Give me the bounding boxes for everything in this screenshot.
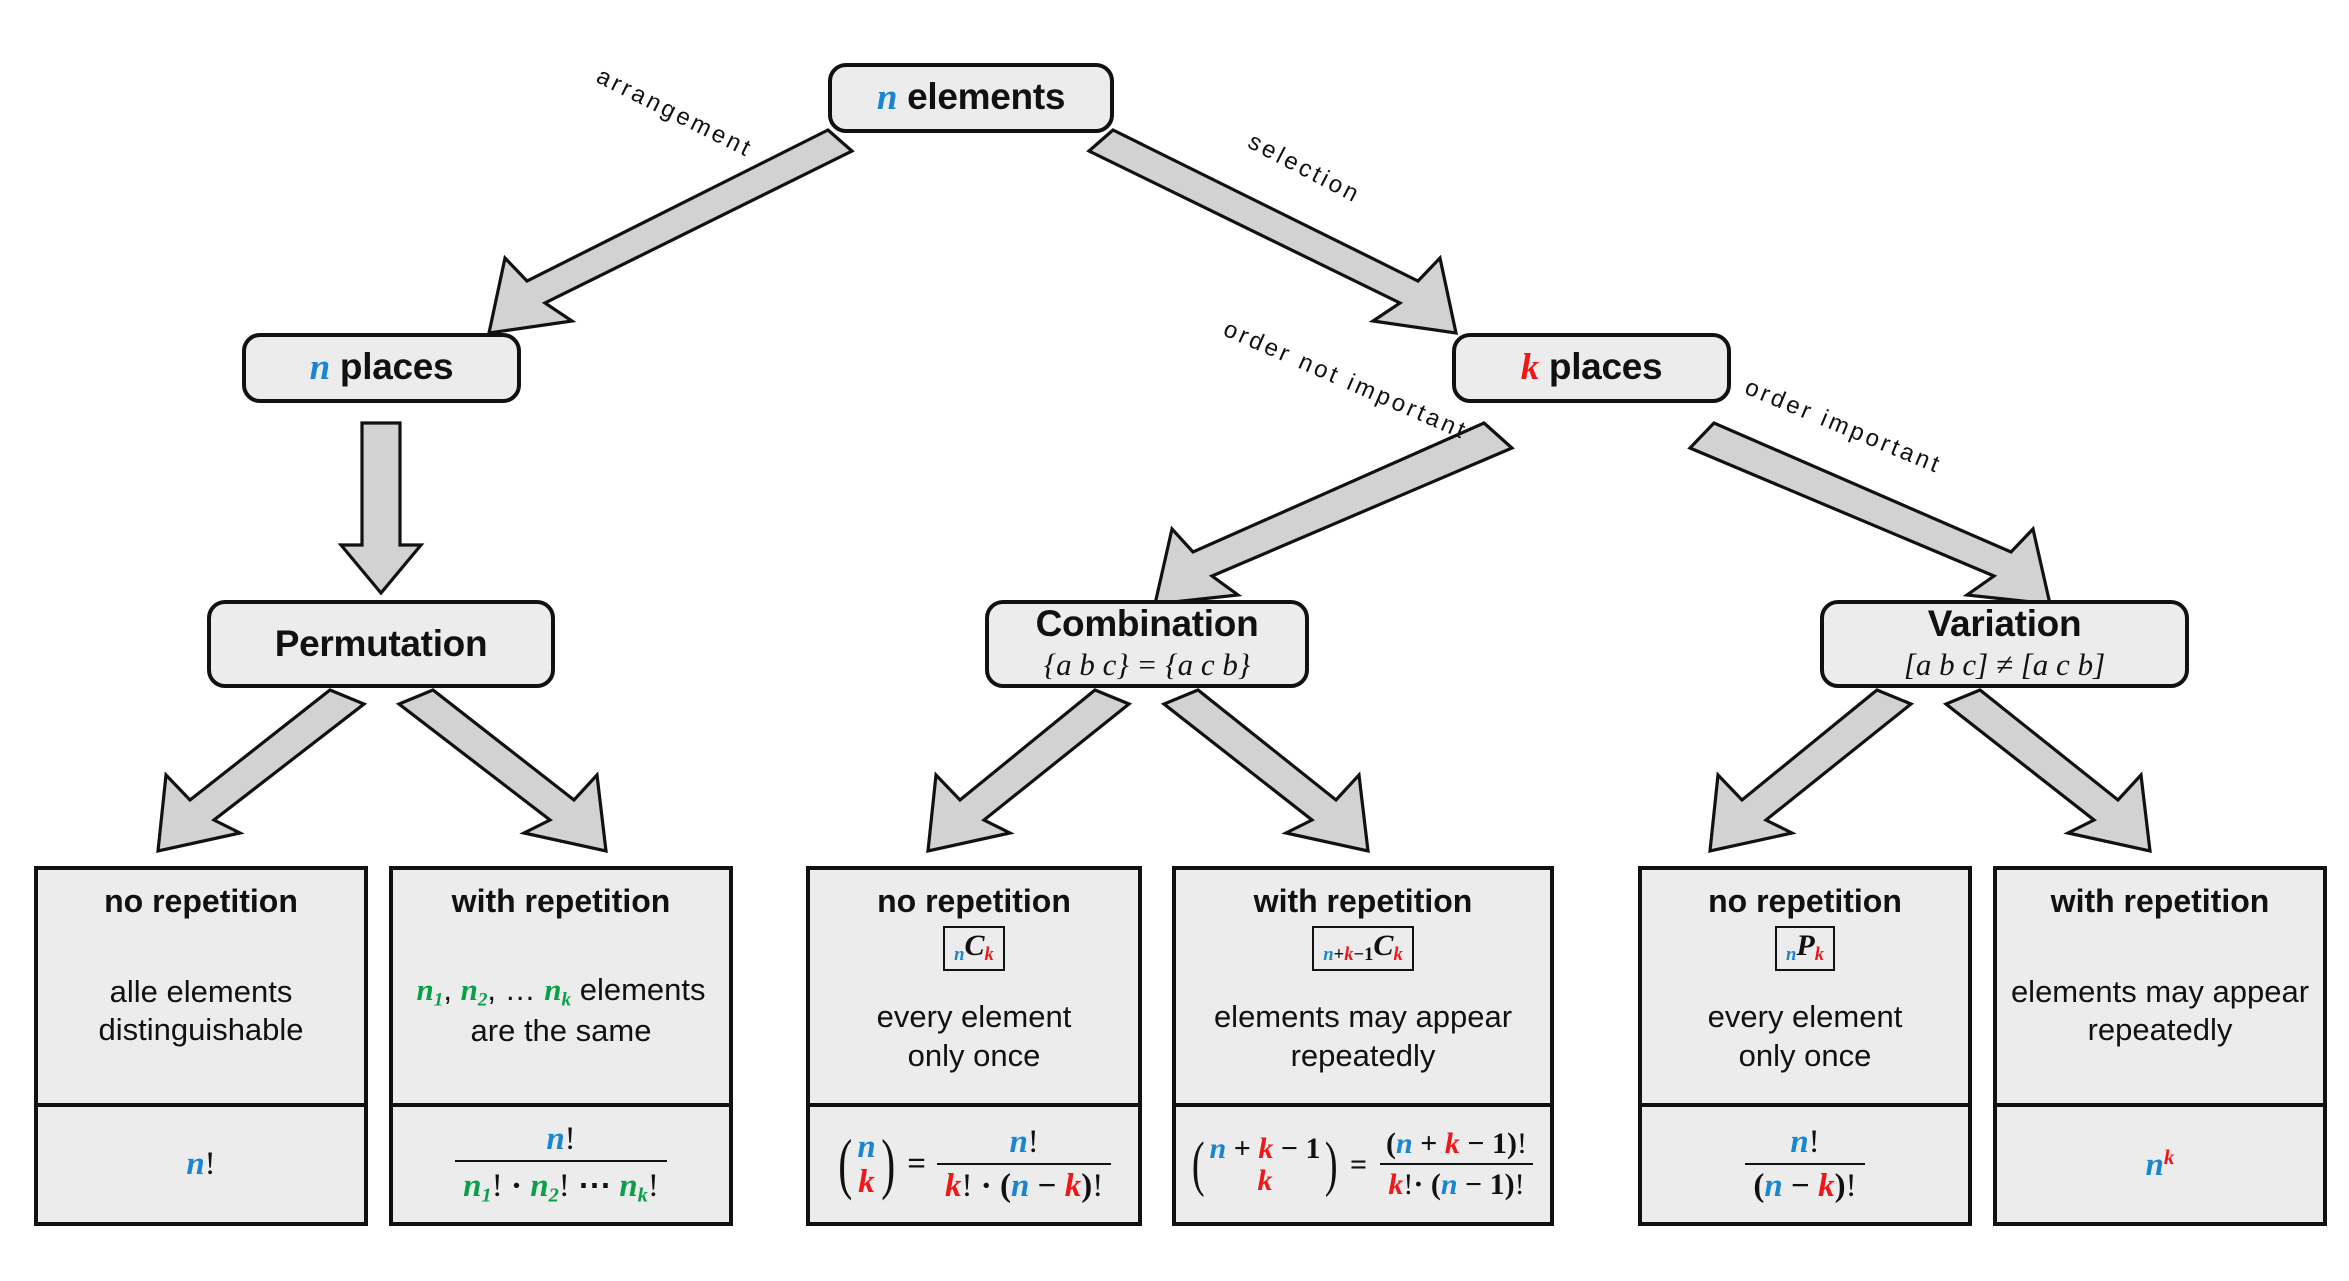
node-k-places-title: k places (1520, 346, 1663, 389)
leaf-description: elements may appear repeatedly (1176, 998, 1550, 1075)
node-variation-subtitle: [a b c] ≠ [a c b] (1903, 647, 2106, 683)
leaf-head: with repetition (1253, 883, 1473, 919)
arrow-root-to-n-places (486, 128, 855, 335)
leaf-formula: n! (186, 1146, 216, 1182)
leaf-top: no repetition alle elements distinguisha… (38, 870, 364, 1107)
variables-n-subscripted: n1 (416, 972, 444, 1011)
node-variation[interactable]: Variation [a b c] ≠ [a c b] (1820, 600, 2189, 688)
variable-k: k (1520, 347, 1540, 389)
node-k-places[interactable]: k places (1452, 333, 1731, 403)
leaf-description: every element only once (810, 998, 1138, 1075)
leaf-description-line2: are the same (470, 1013, 652, 1049)
leaf-permutation-no-repetition[interactable]: no repetition alle elements distinguisha… (34, 866, 368, 1226)
variable-n: n (876, 77, 898, 119)
leaf-description-line2: repeatedly (2087, 1012, 2233, 1048)
arrow-combination-to-leaf4 (1160, 688, 1370, 854)
leaf-top: no repetition nPk every element only onc… (1642, 870, 1968, 1107)
arrow-variation-to-leaf5 (1708, 688, 1915, 854)
leaf-formula: ( n + k − 1 k ) = (n + k − 1)! k!· (n − … (1176, 1107, 1550, 1222)
leaf-description-line1: elements may appear (2010, 973, 2310, 1009)
leaf-head: with repetition (2050, 883, 2270, 919)
arrow-n-places-to-permutation (337, 421, 425, 596)
leaf-formula: n! (n − k)! (1642, 1107, 1968, 1222)
node-combination-title: Combination (1035, 602, 1259, 644)
leaf-description-line1: elements may appear (1213, 999, 1513, 1035)
leaf-combination-with-repetition[interactable]: with repetition n+k−1Ck elements may app… (1172, 866, 1554, 1226)
leaf-description-line1: every element (876, 999, 1072, 1035)
leaf-head: no repetition (1708, 883, 1902, 919)
leaf-top: with repetition elements may appear repe… (1997, 870, 2323, 1107)
arrow-variation-to-leaf6 (1942, 688, 2152, 854)
node-n-places-title: n places (309, 346, 454, 389)
leaf-description: every element only once (1642, 998, 1968, 1075)
node-k-places-label: places (1548, 346, 1663, 388)
leaf-formula: n! n1! · n2! ⋯ nk! (393, 1107, 729, 1222)
leaf-head: no repetition (877, 883, 1071, 919)
node-n-places[interactable]: n places (242, 333, 521, 403)
node-combination[interactable]: Combination {a b c} = {a c b} (985, 600, 1309, 688)
leaf-description-line1: alle elements (109, 973, 293, 1009)
edge-label-order-not-important: order not important (1219, 315, 1472, 446)
leaf-head: no repetition (104, 883, 298, 919)
leaf-top: no repetition nCk every element only onc… (810, 870, 1138, 1107)
leaf-formula: nk (2145, 1145, 2175, 1183)
leaf-combination-no-repetition[interactable]: no repetition nCk every element only onc… (806, 866, 1142, 1226)
edge-label-order-important: order important (1741, 373, 1947, 480)
edge-label-selection: selection (1243, 127, 1366, 209)
leaf-variation-with-repetition[interactable]: with repetition elements may appear repe… (1993, 866, 2327, 1226)
leaf-description: n1, n2, … nk elements are the same (416, 972, 706, 1049)
leaf-notation-tag: nCk (943, 926, 1005, 971)
arrow-permutation-to-leaf1 (156, 688, 368, 854)
leaf-permutation-with-repetition[interactable]: with repetition n1, n2, … nk elements ar… (389, 866, 733, 1226)
leaf-description: alle elements distinguishable (38, 973, 364, 1050)
node-n-elements[interactable]: n elements (828, 63, 1114, 133)
arrow-k-places-to-combination (1152, 421, 1515, 606)
leaf-top: with repetition n1, n2, … nk elements ar… (393, 870, 729, 1107)
node-n-elements-title: n elements (876, 76, 1066, 119)
leaf-description-line2: only once (1738, 1037, 1872, 1073)
leaf-description-line2: distinguishable (98, 1012, 304, 1048)
leaf-description-line2: only once (907, 1037, 1041, 1073)
leaf-description-line1: every element (1707, 999, 1903, 1035)
node-n-places-label: places (339, 346, 454, 388)
node-variation-title: Variation (1927, 602, 2082, 644)
node-permutation-title: Permutation (274, 622, 488, 664)
node-permutation[interactable]: Permutation (207, 600, 555, 688)
edge-label-arrangement: arrangement (592, 62, 758, 164)
leaf-variation-no-repetition[interactable]: no repetition nPk every element only onc… (1638, 866, 1972, 1226)
leaf-notation-tag: n+k−1Ck (1312, 926, 1414, 971)
leaf-description-line2: repeatedly (1290, 1037, 1436, 1073)
arrow-permutation-to-leaf2 (395, 688, 608, 854)
leaf-head: with repetition (451, 883, 671, 919)
leaf-notation-tag: nPk (1775, 926, 1835, 971)
node-combination-subtitle: {a b c} = {a c b} (1043, 647, 1251, 683)
variable-n: n (309, 347, 331, 389)
arrow-combination-to-leaf3 (926, 688, 1133, 854)
leaf-top: with repetition n+k−1Ck elements may app… (1176, 870, 1550, 1107)
leaf-description: elements may appear repeatedly (1997, 973, 2323, 1050)
node-n-elements-label: elements (907, 76, 1066, 118)
